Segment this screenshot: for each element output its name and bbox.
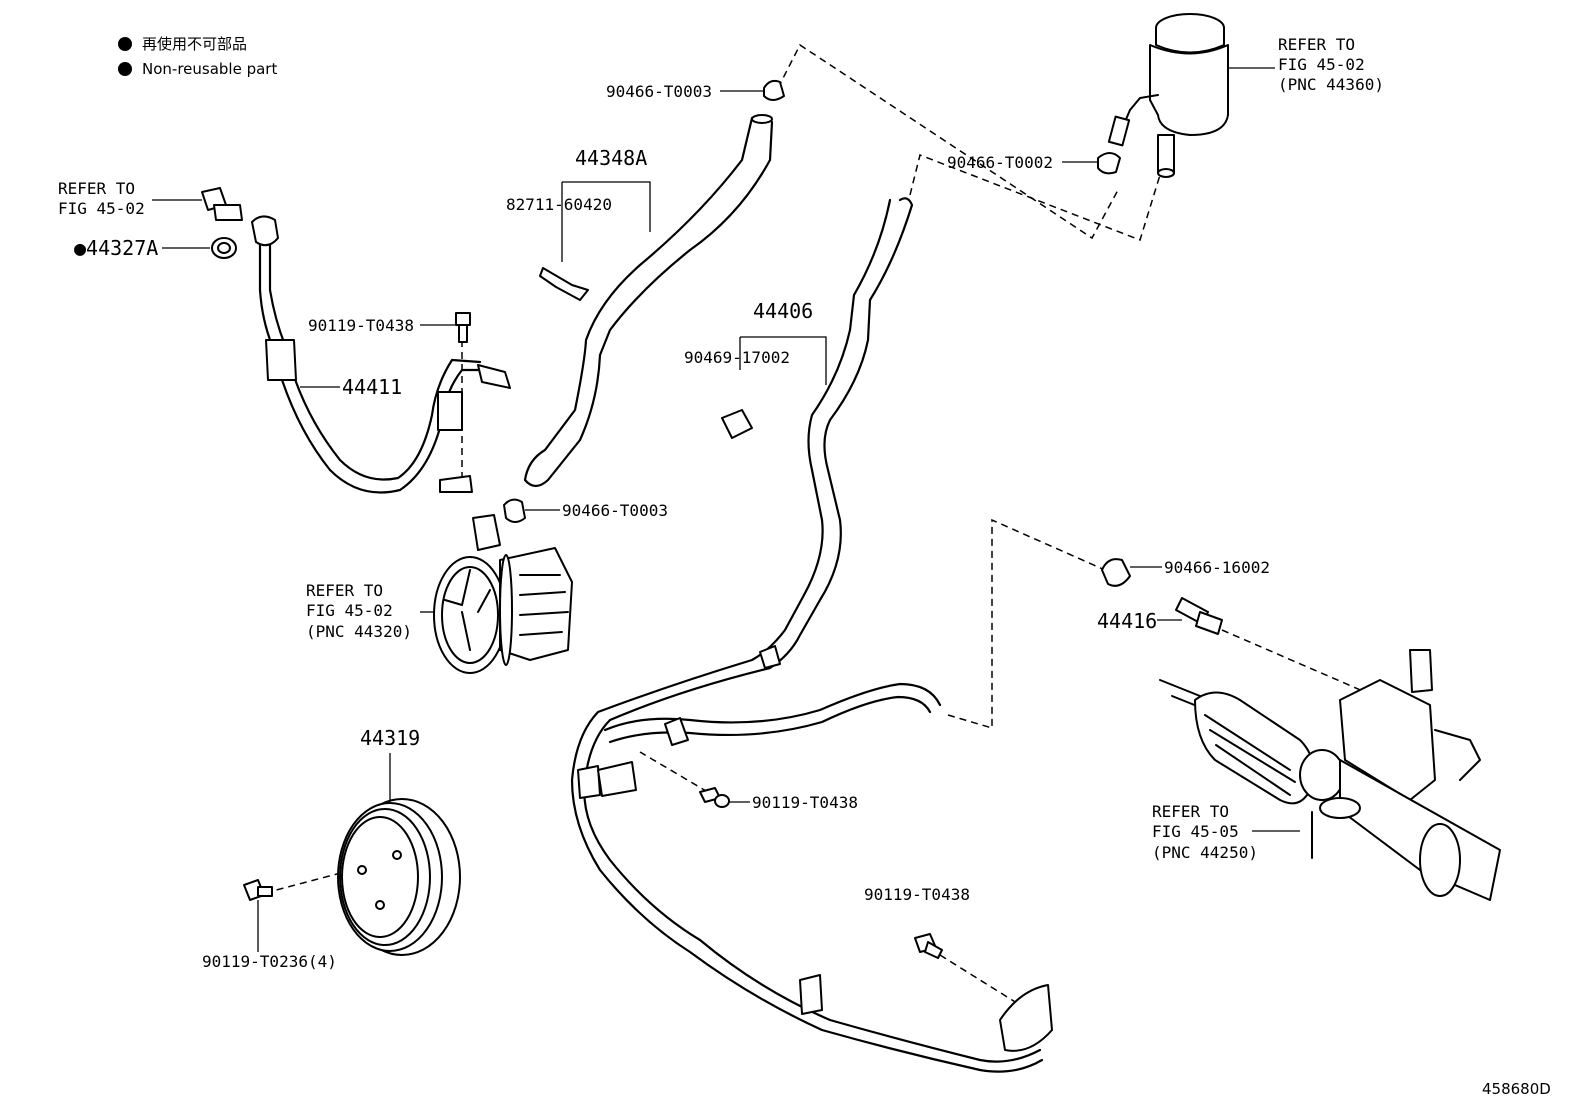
legend-english: Non-reusable part	[142, 60, 277, 78]
leader-44348A	[562, 181, 651, 232]
bullet-icon	[118, 37, 132, 51]
steering-rack-icon	[1159, 649, 1501, 901]
clip-icon	[721, 409, 753, 439]
pressure-hose	[251, 215, 511, 494]
refer-pump-line1: REFER TO	[306, 581, 383, 600]
dashed-line-union	[1221, 629, 1373, 696]
label-clip: 90469-17002	[684, 348, 790, 367]
label-gasket: ●44327A	[74, 236, 158, 260]
pulley-bolt-icon	[243, 879, 273, 901]
refer-reservoir-line3: (PNC 44360)	[1278, 75, 1384, 94]
bolt-lower-icon	[914, 933, 943, 959]
dashed-line-lower-bolt	[939, 954, 1021, 1006]
clamp-reservoir-icon	[1097, 152, 1121, 175]
pulley-icon	[337, 798, 461, 956]
label-44348A: 44348A	[575, 146, 647, 170]
label-44416: 44416	[1097, 609, 1157, 633]
protector-icon	[539, 267, 589, 301]
bullet-icon	[118, 62, 132, 76]
return-hose	[523, 114, 774, 488]
label-44411: 44411	[342, 375, 402, 399]
return-tube	[570, 197, 1053, 1073]
leader-44406	[740, 336, 827, 385]
label-bolt-lower: 90119-T0438	[864, 885, 970, 904]
clamp-rack-icon	[1101, 558, 1131, 587]
label-bolt-bracket: 90119-T0438	[308, 316, 414, 335]
refer-pump-line3: (PNC 44320)	[306, 622, 412, 641]
refer-bolt-line1: REFER TO	[58, 179, 135, 198]
bolt-mid-icon	[699, 787, 730, 808]
union-bolt-icon	[201, 187, 243, 221]
gasket-icon	[211, 237, 237, 259]
refer-bolt-line2: FIG 45-02	[58, 199, 145, 218]
label-protector: 82711-60420	[506, 195, 612, 214]
dashed-line-reservoir-2	[909, 153, 1161, 241]
label-clamp-top: 90466-T0003	[606, 82, 712, 101]
dashed-line-pulley-bolt	[264, 859, 391, 894]
labels: REFER TO FIG 45-02 (PNC 44360) 90466-T00…	[58, 35, 1551, 1098]
label-clamp-reservoir: 90466-T0002	[947, 153, 1053, 172]
union-icon	[1175, 597, 1223, 635]
refer-reservoir-line1: REFER TO	[1278, 35, 1355, 54]
refer-rack-line3: (PNC 44250)	[1152, 843, 1258, 862]
refer-rack-line2: FIG 45-05	[1152, 822, 1239, 841]
legend: 再使用不可部品 Non-reusable part	[118, 35, 277, 78]
bolt-bracket-icon	[455, 312, 471, 343]
refer-pump-line2: FIG 45-02	[306, 601, 393, 620]
clamp-top-icon	[763, 79, 785, 101]
refer-reservoir-line2: FIG 45-02	[1278, 55, 1365, 74]
label-bolt-mid: 90119-T0438	[752, 793, 858, 812]
pump-icon	[433, 514, 573, 674]
diagram-id: 458680D	[1482, 1080, 1551, 1098]
label-pulley-bolt: 90119-T0236(4)	[202, 952, 337, 971]
legend-japanese: 再使用不可部品	[142, 35, 247, 53]
label-clamp-pump: 90466-T0003	[562, 501, 668, 520]
reservoir	[1107, 13, 1229, 178]
dashed-line-reservoir-1	[777, 43, 1119, 240]
label-44319: 44319	[360, 726, 420, 750]
dashed-line-rack-clamp	[947, 518, 1106, 730]
label-clamp-rack: 90466-16002	[1164, 558, 1270, 577]
refer-rack-line1: REFER TO	[1152, 802, 1229, 821]
label-44406: 44406	[753, 299, 813, 323]
clamp-pump-icon	[503, 498, 526, 523]
